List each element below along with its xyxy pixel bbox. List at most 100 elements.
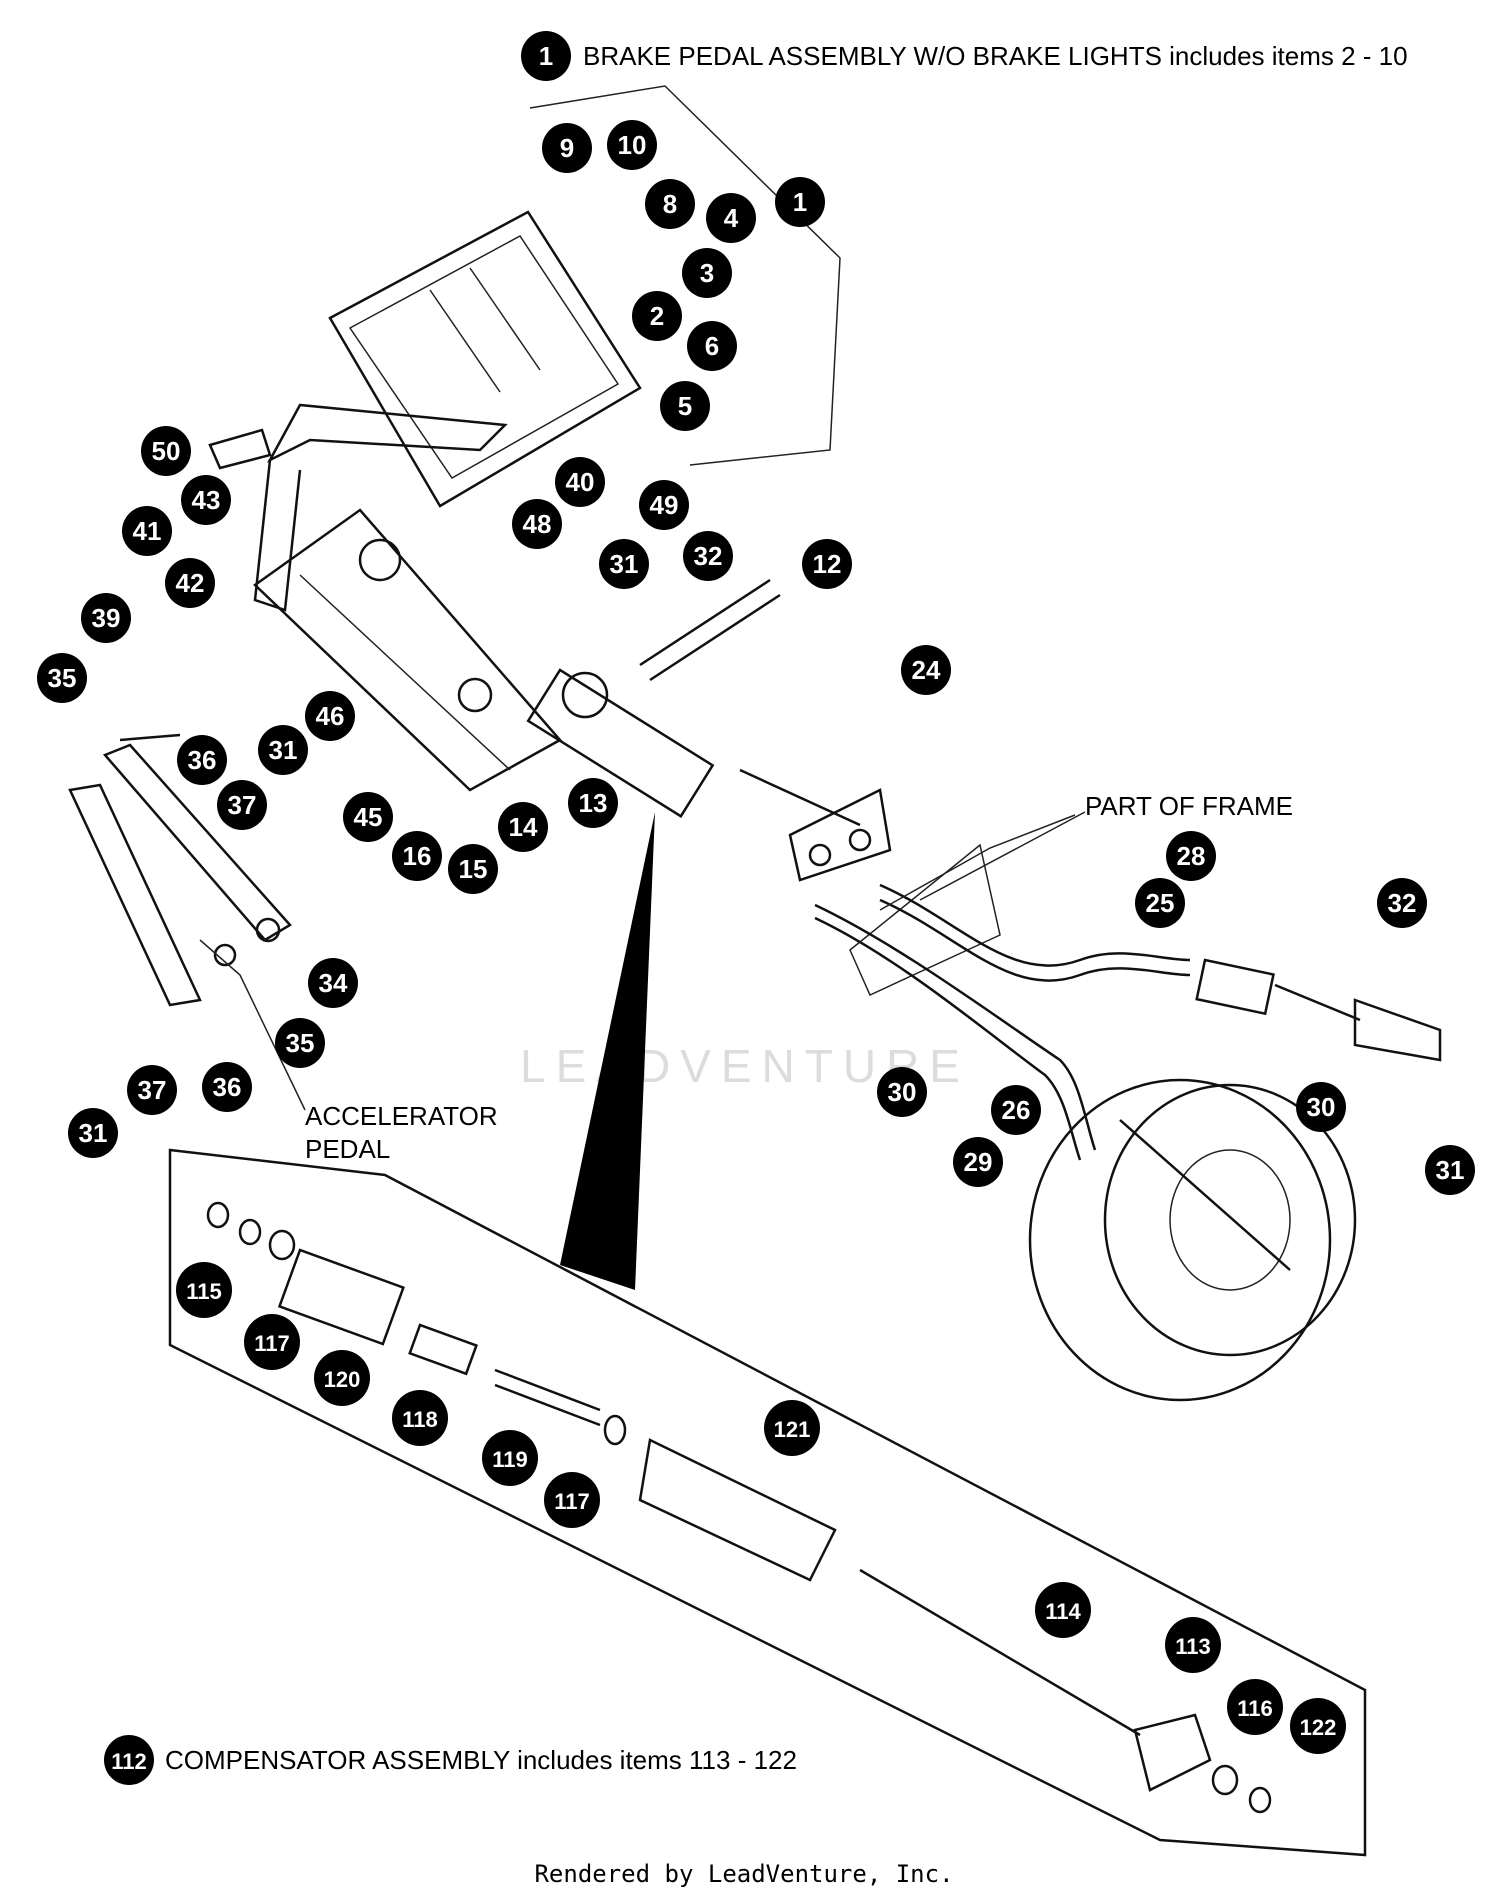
callout-49: 49	[639, 480, 689, 530]
zoom-pointer	[560, 812, 655, 1290]
callout-number: 15	[459, 854, 488, 884]
callout-41: 41	[122, 506, 172, 556]
callout-number: 4	[724, 203, 739, 233]
callout-circle	[683, 531, 733, 581]
callout-13: 13	[568, 778, 618, 828]
callout-circle	[877, 1067, 927, 1117]
callout-25: 25	[1135, 878, 1185, 928]
accelerator-pedal	[68, 733, 292, 1007]
callout-circle	[202, 1062, 252, 1112]
callout-36: 36	[202, 1062, 252, 1112]
callout-number: 31	[269, 735, 298, 765]
callout-circle	[448, 844, 498, 894]
callout-number: 14	[509, 812, 538, 842]
callout-number: 37	[138, 1075, 167, 1105]
callout-number: 42	[176, 568, 205, 598]
callout-circle	[599, 539, 649, 589]
compensator-callout-number: 112	[111, 1749, 147, 1774]
callout-circle	[176, 1262, 232, 1318]
callout-45: 45	[343, 792, 393, 842]
callout-circle	[217, 780, 267, 830]
callout-32: 32	[683, 531, 733, 581]
callout-circle	[81, 593, 131, 643]
callout-number: 32	[1388, 888, 1417, 918]
callout-number: 119	[492, 1447, 528, 1472]
callout-circle	[1227, 1679, 1283, 1735]
callout-circle	[555, 457, 605, 507]
callout-circle	[305, 691, 355, 741]
part-of-frame-label: PART OF FRAME	[1085, 791, 1293, 821]
callout-circle	[645, 179, 695, 229]
callout-number: 41	[133, 516, 162, 546]
callout-number: 46	[316, 701, 345, 731]
compensator-callout-circle	[104, 1735, 154, 1785]
brake-rod	[739, 768, 892, 882]
callout-circle	[181, 475, 231, 525]
callout-number: 30	[888, 1077, 917, 1107]
callout-number: 50	[152, 436, 181, 466]
callout-circle	[122, 506, 172, 556]
callout-43: 43	[181, 475, 231, 525]
callout-1: 1	[775, 177, 825, 227]
callout-48: 48	[512, 499, 562, 549]
callout-number: 36	[213, 1072, 242, 1102]
callout-number: 37	[228, 790, 257, 820]
callout-36: 36	[177, 735, 227, 785]
callout-120: 120	[314, 1350, 370, 1406]
callout-number: 114	[1045, 1599, 1081, 1624]
callout-16: 16	[392, 831, 442, 881]
callout-117: 117	[544, 1472, 600, 1528]
callout-circle	[764, 1400, 820, 1456]
callout-118: 118	[392, 1390, 448, 1446]
callout-number: 8	[663, 189, 677, 219]
callout-circle	[1425, 1145, 1475, 1195]
callout-12: 12	[802, 539, 852, 589]
callout-circle	[1165, 1617, 1221, 1673]
callout-circle	[127, 1065, 177, 1115]
callout-number: 31	[79, 1118, 108, 1148]
callout-9: 9	[542, 123, 592, 173]
callout-5: 5	[660, 381, 710, 431]
callout-31: 31	[599, 539, 649, 589]
callout-circle	[682, 248, 732, 298]
callout-circle	[392, 1390, 448, 1446]
header-callout-number: 1	[539, 41, 553, 71]
callout-circle	[68, 1108, 118, 1158]
callout-number: 115	[186, 1279, 222, 1304]
callout-number: 32	[694, 541, 723, 571]
brake-pedal-pad	[328, 210, 642, 508]
callout-circle	[632, 291, 682, 341]
compression-spring	[526, 668, 715, 818]
callout-30: 30	[1296, 1082, 1346, 1132]
callout-circle	[1035, 1582, 1091, 1638]
callout-number: 36	[188, 745, 217, 775]
callout-number: 5	[678, 391, 692, 421]
callout-28: 28	[1166, 831, 1216, 881]
callout-number: 25	[1146, 888, 1175, 918]
callout-2: 2	[632, 291, 682, 341]
compensator-title: 112 COMPENSATOR ASSEMBLY includes items …	[104, 1735, 797, 1785]
callout-circle	[498, 802, 548, 852]
callout-29: 29	[953, 1137, 1003, 1187]
callout-number: 122	[1300, 1715, 1337, 1740]
callout-circle	[775, 177, 825, 227]
header-callout-circle	[521, 31, 571, 81]
callout-circle	[901, 645, 951, 695]
rod	[639, 578, 781, 682]
callout-number: 39	[92, 603, 121, 633]
callout-circle	[177, 735, 227, 785]
callout-number: 48	[523, 509, 552, 539]
footer-credit: Rendered by LeadVenture, Inc.	[534, 1860, 953, 1888]
callout-119: 119	[482, 1430, 538, 1486]
callout-number: 30	[1307, 1092, 1336, 1122]
callout-117: 117	[244, 1314, 300, 1370]
callout-8: 8	[645, 179, 695, 229]
callout-circle	[275, 1018, 325, 1068]
callout-circle	[392, 831, 442, 881]
assembly-title: BRAKE PEDAL ASSEMBLY W/O BRAKE LIGHTS in…	[583, 41, 1408, 71]
callout-122: 122	[1290, 1698, 1346, 1754]
callout-37: 37	[217, 780, 267, 830]
accelerator-pedal-label-line2: PEDAL	[305, 1134, 390, 1164]
callout-circle	[258, 725, 308, 775]
